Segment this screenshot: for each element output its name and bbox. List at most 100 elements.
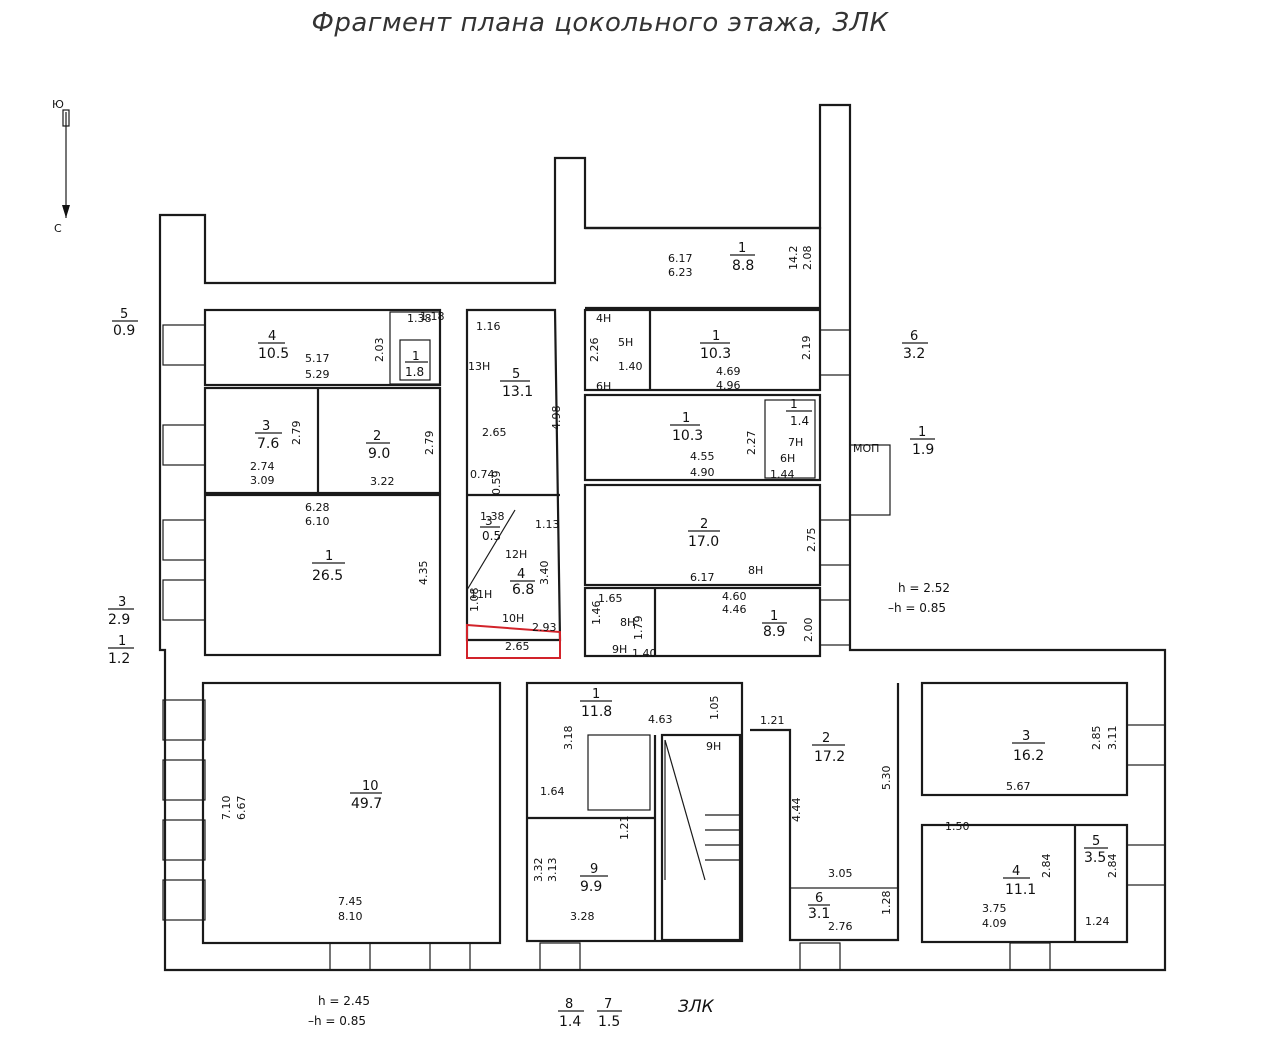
room-label: 32.9 (108, 595, 134, 628)
room-area: 8.8 (732, 258, 754, 274)
room-number: 5 (512, 367, 520, 382)
room-number: 9 (590, 862, 598, 877)
dimension-label: 2.26 (588, 338, 601, 363)
dimension-label: 14.2 (787, 246, 800, 271)
room-area: 9.0 (368, 446, 390, 462)
dimension-label: 1.40 (632, 647, 657, 660)
space-tag: 12Н (505, 548, 527, 561)
room-area: 13.1 (502, 384, 533, 400)
room-area: 3.2 (903, 346, 925, 362)
room-area: 1.2 (108, 651, 130, 667)
room-number: 6 (910, 329, 918, 344)
building-label: ЗЛК (678, 997, 715, 1017)
room-number: 5 (120, 307, 128, 322)
dimension-label: 1.40 (618, 360, 643, 373)
room-label: 71.5 (597, 997, 622, 1030)
dimension-label: 1.50 (945, 820, 970, 833)
dimension-label: 8.10 (338, 910, 363, 923)
dimension-label: 2.85 (1090, 726, 1103, 751)
room-label: 29.0 (366, 429, 390, 462)
dimension-label: 6.23 (668, 266, 693, 279)
room-number: 1 (682, 411, 690, 426)
room-area: 3.1 (808, 906, 830, 922)
dimension-label: 1.16 (476, 320, 501, 333)
room-number: 2 (373, 429, 381, 444)
room-area: 10.3 (672, 428, 703, 444)
dimension-label: 2.03 (373, 338, 386, 363)
room-label: 11.2 (108, 634, 134, 667)
dimension-label: 4.96 (716, 379, 741, 392)
space-tag: 7Н (788, 436, 803, 449)
dimension-label: 3.18 (562, 726, 575, 751)
dimension-label: 5.17 (305, 352, 330, 365)
dimension-label: 3.13 (546, 858, 559, 883)
height-note: –h = 0.85 (308, 1014, 366, 1028)
room-area: 17.2 (814, 749, 845, 765)
room-number: 10 (362, 779, 379, 794)
room-area: 0.9 (113, 323, 135, 339)
dimension-label: 0.59 (490, 471, 503, 496)
room-number: 1 (118, 634, 126, 649)
room-label: 63.1 (808, 891, 830, 922)
room-label: 410.5 (258, 329, 289, 362)
highlighted-room-outline (466, 623, 561, 659)
dimension-label: 3.40 (538, 561, 551, 586)
room-label: 217.0 (688, 517, 720, 550)
dimension-label: 2.08 (801, 246, 814, 271)
room-area: 16.2 (1013, 748, 1044, 764)
dimension-label: 6.10 (305, 515, 330, 528)
dimension-label: 4.35 (417, 561, 430, 586)
room-area: 1.5 (598, 1014, 620, 1030)
dimension-label: 6.17 (668, 252, 693, 265)
dimension-label: 2.84 (1106, 854, 1119, 879)
dimension-label: 1.38 (480, 510, 505, 523)
room-label: 50.9 (112, 307, 138, 339)
room-area: 1.4 (559, 1014, 581, 1030)
compass-north-label: С (54, 222, 62, 235)
room-label: 46.8 (510, 567, 535, 598)
dimension-label: 1.18 (420, 310, 445, 323)
room-area: 10.5 (258, 346, 289, 362)
room-number: 3 (1022, 729, 1030, 744)
room-number: 1 (712, 329, 720, 344)
room-number: 7 (604, 997, 612, 1012)
room-label: 126.5 (312, 549, 345, 584)
dimension-label: 2.74 (250, 460, 275, 473)
room-number: 3 (262, 419, 270, 434)
room-number: 2 (822, 731, 830, 746)
room-number: 1 (592, 687, 600, 702)
space-tag: 4Н (596, 312, 611, 325)
dimension-label: 4.46 (722, 603, 747, 616)
room-label: 411.1 (1003, 864, 1036, 898)
dimension-label: 4.69 (716, 365, 741, 378)
room-area: 17.0 (688, 534, 719, 550)
dimension-label: 3.75 (982, 902, 1007, 915)
room-area: 10.3 (700, 346, 731, 362)
dimension-label: 2.27 (745, 431, 758, 456)
dimension-label: 2.65 (482, 426, 507, 439)
room-number: 1 (790, 397, 798, 411)
dimension-label: 5.29 (305, 368, 330, 381)
room-number: 4 (1012, 864, 1020, 879)
room-area: 26.5 (312, 568, 343, 584)
dimension-label: 3.09 (250, 474, 275, 487)
dimension-label: 2.79 (290, 421, 303, 446)
space-tag: 5Н (618, 336, 633, 349)
dimension-label: 1.21 (618, 816, 631, 841)
room-label: 81.4 (558, 997, 584, 1030)
space-tag: 10Н (502, 612, 524, 625)
space-tag: 13Н (468, 360, 490, 373)
room-label: 217.2 (812, 731, 845, 765)
dimension-label: 1.44 (770, 468, 795, 481)
space-tag: 9Н (706, 740, 721, 753)
room-area: 2.9 (108, 612, 130, 628)
room-label: 11.4 (786, 397, 812, 428)
height-note: h = 2.52 (898, 581, 950, 595)
dimension-label: 1.46 (590, 601, 603, 626)
room-label: 63.2 (902, 329, 928, 362)
room-label: 110.3 (670, 411, 703, 444)
room-label: 316.2 (1012, 729, 1045, 764)
space-tag: 11Н (470, 588, 492, 601)
room-number: 1 (325, 549, 333, 564)
